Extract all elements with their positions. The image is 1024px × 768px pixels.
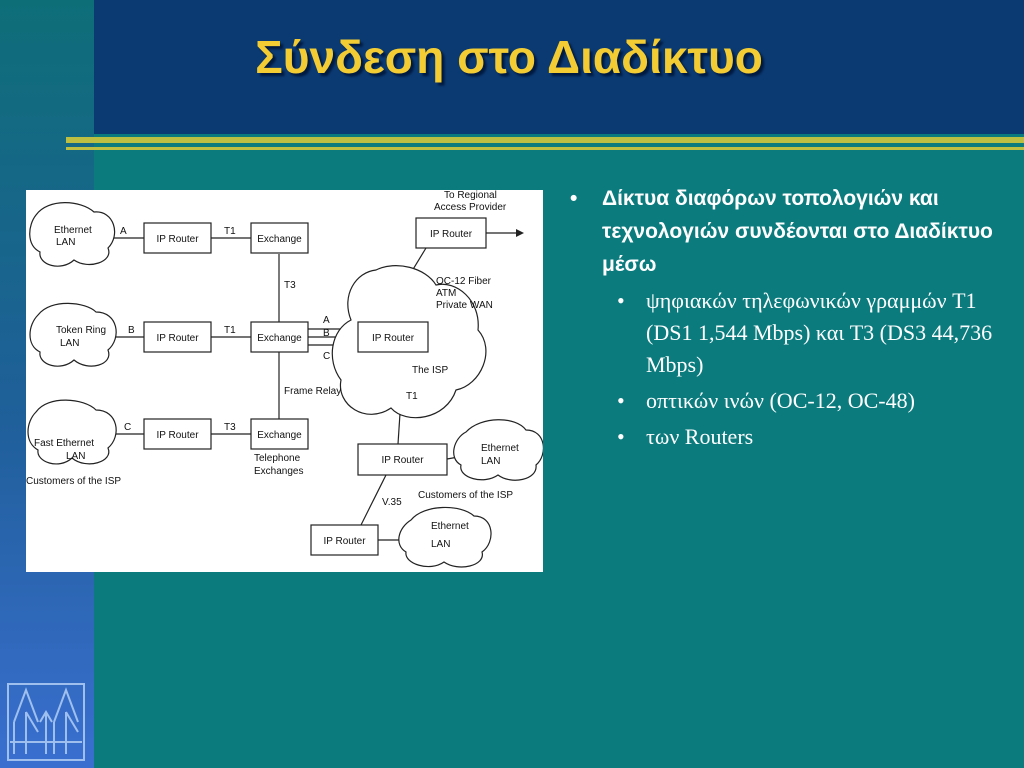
ip-router-box-2: [143, 321, 212, 353]
label-ip-router-2: IP Router: [156, 333, 199, 344]
exchange-box-1: [250, 222, 309, 254]
label-ip-router-3: IP Router: [156, 430, 199, 441]
bullet-list: • Δίκτυα διαφόρων τοπολογιών και τεχνολο…: [562, 182, 1017, 453]
bullet-dot: •: [617, 424, 625, 449]
label-t3-trunk: T3: [284, 280, 296, 291]
label-ip-router-regional: IP Router: [430, 229, 473, 240]
label-ip-router-customer: IP Router: [381, 455, 424, 466]
label-telephone: Telephone: [254, 453, 301, 464]
sub-bullet: • οπτικών ινών (OC-12, OC-48): [562, 385, 1017, 417]
label-link-a-isp: A: [323, 315, 330, 326]
label-customers-left: Customers of the ISP: [26, 476, 121, 487]
label-ip-router-1: IP Router: [156, 234, 199, 245]
label-lan-bottom-name: Ethernet: [431, 521, 469, 532]
v35-link: [360, 474, 387, 526]
title-band: [94, 0, 1024, 134]
lan-cloud-ethernet-right: [453, 419, 544, 481]
sub-bullet: • των Routers: [562, 421, 1017, 453]
label-lan-right-name: Ethernet: [481, 443, 519, 454]
label-exchange-3: Exchange: [257, 430, 302, 441]
label-lan3-name: Fast Ethernet: [34, 438, 94, 449]
bullet-main: • Δίκτυα διαφόρων τοπολογιών και τεχνολο…: [562, 182, 1017, 281]
ip-router-box-customer: [357, 443, 448, 476]
bullet-main-text: Δίκτυα διαφόρων τοπολογιών και τεχνολογι…: [602, 187, 993, 276]
sub-bullet-text: των Routers: [646, 424, 754, 449]
label-regional-2: Access Provider: [434, 202, 507, 213]
ip-router-box-isp: [357, 321, 429, 353]
label-lan1-name: Ethernet: [54, 225, 92, 236]
label-exchanges: Exchanges: [254, 466, 303, 477]
ip-router-box-3: [143, 418, 212, 450]
label-link-b-left: B: [128, 325, 135, 336]
label-lan1-lan: LAN: [56, 237, 75, 248]
label-regional-1: To Regional: [444, 190, 497, 201]
label-ip-router-bottom: IP Router: [323, 536, 366, 547]
title-rule-thin: [66, 147, 1024, 150]
label-private-wan: Private WAN: [436, 300, 493, 311]
label-t1-2: T1: [224, 325, 236, 336]
label-oc12: OC-12 Fiber: [436, 276, 492, 287]
label-lan3-lan: LAN: [66, 451, 85, 462]
label-t1-1: T1: [224, 226, 236, 237]
label-customers-right: Customers of the ISP: [418, 490, 513, 501]
label-link-c-left: C: [124, 422, 131, 433]
label-atm: ATM: [436, 288, 456, 299]
bullet-dot: •: [617, 388, 625, 413]
ip-router-box-regional: [415, 217, 487, 249]
label-ip-router-isp: IP Router: [372, 333, 415, 344]
university-tree-logo-icon: [6, 682, 86, 762]
ip-router-box-bottom: [310, 524, 379, 556]
network-diagram: IP Router Exchange IP Router Exchange IP…: [26, 190, 544, 572]
label-link-a-left: A: [120, 226, 127, 237]
lan-cloud-ethernet: [29, 202, 116, 267]
label-lan-bottom-lan: LAN: [431, 539, 450, 550]
label-t1-isp: T1: [406, 391, 418, 402]
bullet-dot: •: [570, 187, 578, 210]
label-lan2-name: Token Ring: [56, 325, 106, 336]
arrow-head: [516, 229, 524, 237]
sub-bullet: • ψηφιακών τηλεφωνικών γραμμών T1 (DS1 1…: [562, 285, 1017, 381]
slide-title: Σύνδεση στο Διαδίκτυο: [255, 31, 763, 83]
lan-cloud-token-ring: [29, 302, 117, 367]
label-v35: V.35: [382, 497, 402, 508]
exchange-box-2: [250, 321, 309, 353]
label-link-c-isp: C: [323, 351, 330, 362]
sub-bullet-text: οπτικών ινών (OC-12, OC-48): [646, 388, 915, 413]
title-rule: [66, 137, 1024, 143]
label-exchange-2: Exchange: [257, 333, 302, 344]
lan-cloud-ethernet-bottom: [398, 506, 492, 568]
ip-router-box-1: [143, 222, 212, 254]
label-lan-right-lan: LAN: [481, 456, 500, 467]
lan-cloud-fast-ethernet: [27, 399, 117, 465]
exchange-box-3: [250, 418, 309, 450]
label-t3-lower: T3: [224, 422, 236, 433]
label-frame-relay: Frame Relay: [284, 386, 341, 397]
label-lan2-lan: LAN: [60, 338, 79, 349]
label-the-isp: The ISP: [412, 365, 448, 376]
sub-bullet-text: ψηφιακών τηλεφωνικών γραμμών T1 (DS1 1,5…: [646, 288, 993, 377]
label-exchange-1: Exchange: [257, 234, 302, 245]
label-link-b-isp: B: [323, 328, 330, 339]
bullet-dot: •: [617, 288, 625, 313]
